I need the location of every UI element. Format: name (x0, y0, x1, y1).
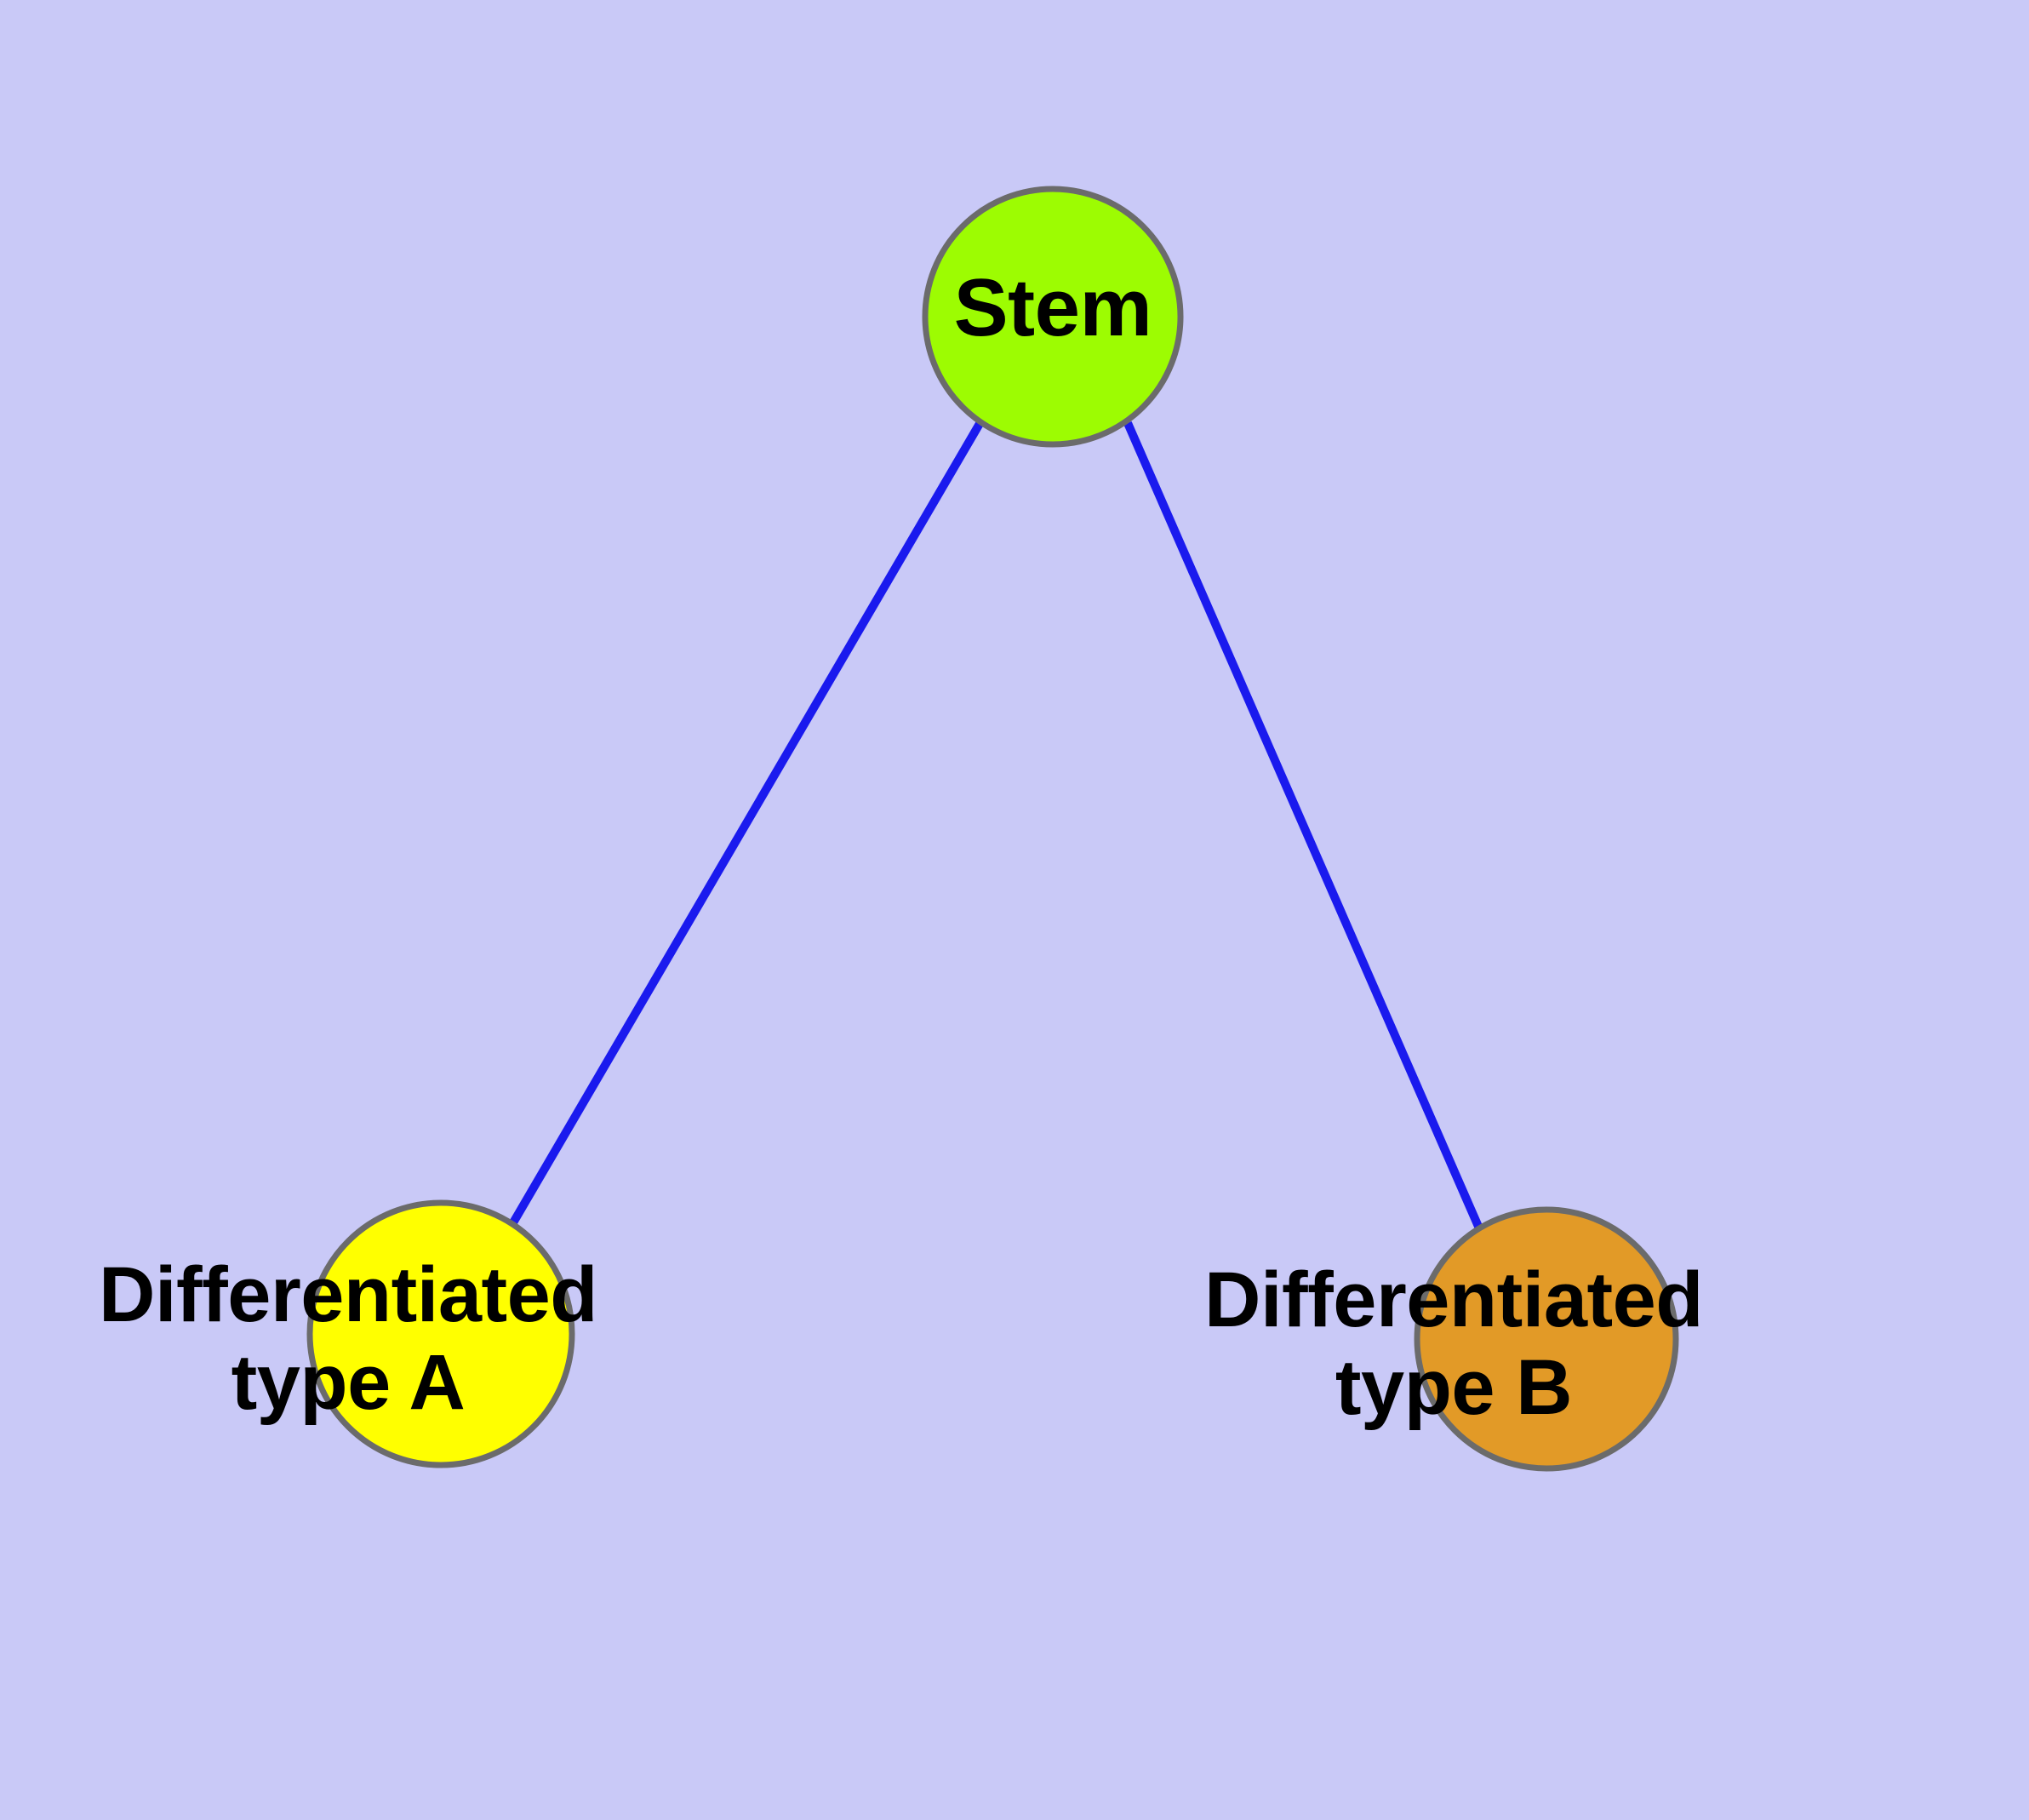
edge-stem-to-diff-b (1123, 421, 1483, 1231)
node-circle-diff-a[interactable] (306, 1199, 575, 1468)
node-circle-stem[interactable] (922, 186, 1184, 448)
node-circle-diff-b[interactable] (1414, 1206, 1679, 1472)
node-layer (306, 186, 1679, 1472)
edge-stem-to-diff-a (508, 420, 985, 1227)
edge-layer (508, 420, 1483, 1231)
